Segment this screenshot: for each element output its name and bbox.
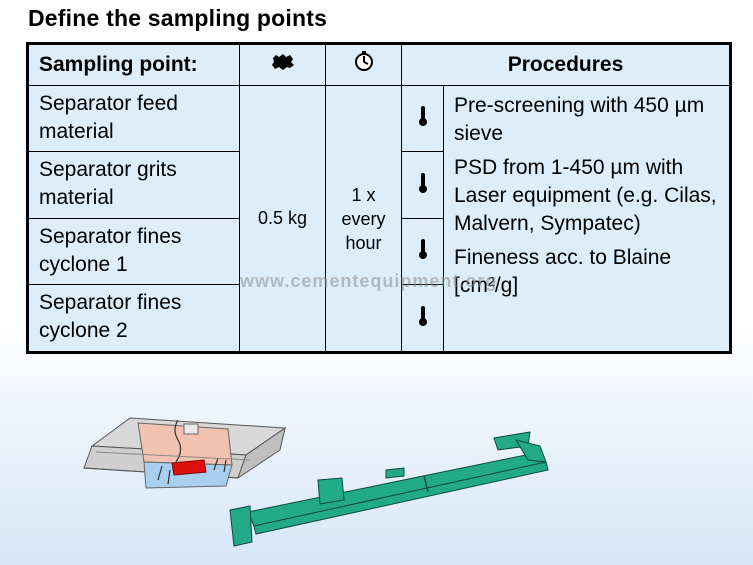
row-name: Separator fines cyclone 1 bbox=[27, 217, 240, 286]
sampler-diagram bbox=[83, 417, 287, 489]
procedure-icon-cell bbox=[401, 284, 444, 353]
procedures-cell: Pre-screening with 450 µm sieve PSD from… bbox=[443, 85, 731, 353]
amount-cell: 0.5 kg bbox=[239, 85, 326, 353]
frequency-cell: 1 x every hour bbox=[325, 85, 402, 353]
procedure-item: Pre-screening with 450 µm sieve bbox=[454, 94, 705, 145]
thermometer-icon bbox=[418, 172, 427, 193]
table-row: Separator grits material bbox=[27, 151, 731, 219]
procedure-item: Fineness acc. to Blaine [cm²/g] bbox=[454, 246, 672, 297]
sampling-points-table: Sampling point: Procedures Separator fee… bbox=[26, 42, 732, 354]
row-name: Separator feed material bbox=[27, 84, 240, 153]
procedure-icon-cell bbox=[401, 217, 444, 286]
row-name: Separator grits material bbox=[27, 151, 240, 219]
sampling-equipment-illustration bbox=[83, 417, 549, 547]
frequency-line: hour bbox=[345, 232, 382, 253]
frequency-line: every bbox=[341, 208, 386, 229]
frequency-line: 1 x bbox=[351, 184, 376, 205]
procedure-icon-cell bbox=[401, 151, 444, 219]
thermometer-icon bbox=[418, 106, 427, 127]
clock-icon bbox=[354, 51, 373, 71]
page-title: Define the sampling points bbox=[28, 5, 328, 31]
table-header-row: Sampling point: Procedures bbox=[27, 43, 731, 86]
weight-blob-icon bbox=[271, 54, 294, 70]
header-procedures: Procedures bbox=[401, 43, 731, 86]
header-sampling-point: Sampling point: bbox=[27, 43, 240, 86]
watermark: www.cementequipment.org bbox=[240, 271, 498, 291]
thermometer-icon bbox=[418, 239, 427, 260]
thermometer-icon bbox=[418, 305, 427, 326]
procedure-item: PSD from 1-450 µm with Laser equipment (… bbox=[454, 156, 717, 235]
table-row: Separator fines cyclone 1 bbox=[27, 217, 731, 286]
header-frequency bbox=[325, 43, 402, 86]
table-row: Separator fines cyclone 2 bbox=[27, 284, 731, 353]
table-row: Separator feed material 0.5 kg 1 x every… bbox=[27, 84, 731, 353]
header-amount bbox=[239, 43, 326, 86]
screw-conveyor-diagram bbox=[229, 431, 549, 547]
procedure-icon-cell bbox=[401, 84, 444, 153]
row-name: Separator fines cyclone 2 bbox=[27, 284, 240, 353]
